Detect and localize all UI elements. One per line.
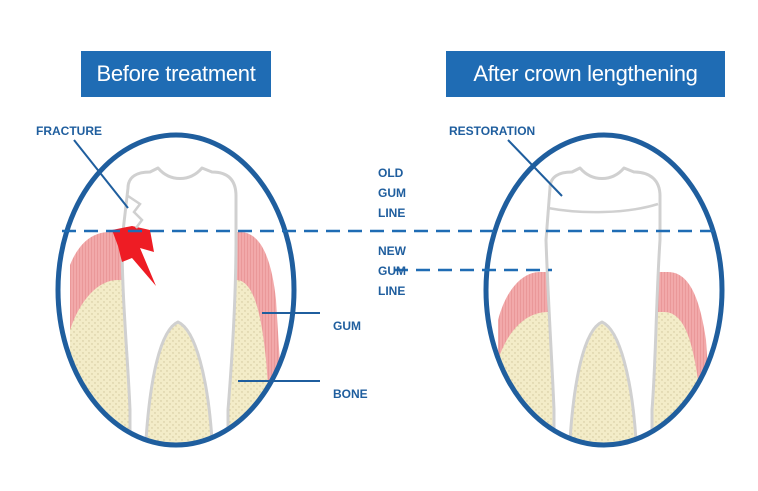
tooth-right — [544, 166, 662, 442]
bone-label: BONE — [333, 387, 368, 401]
new-gum-line-label-1: NEW — [378, 244, 407, 258]
fracture-crack — [127, 194, 144, 229]
after-crown-lengthening-banner: After crown lengthening — [446, 51, 725, 97]
after-crown-lengthening-illustration — [498, 166, 714, 445]
gum-label: GUM — [333, 319, 361, 333]
after-crown-lengthening-title: After crown lengthening — [473, 61, 698, 86]
after-crown-lengthening-frame — [483, 132, 725, 448]
before-treatment-title: Before treatment — [96, 61, 256, 86]
old-gum-line-label-2: GUM — [378, 186, 406, 200]
fracture-mark — [112, 226, 156, 286]
before-treatment-frame — [55, 132, 297, 448]
before-treatment-illustration — [70, 166, 286, 445]
new-gum-line-label-3: LINE — [378, 284, 405, 298]
before-treatment-banner: Before treatment — [81, 51, 271, 97]
restoration-line — [547, 202, 659, 214]
restoration-leader — [507, 139, 563, 197]
fracture-leader — [73, 139, 129, 209]
bone-right — [498, 312, 706, 445]
fracture-label: FRACTURE — [36, 124, 102, 138]
old-gum-line-label-3: LINE — [378, 206, 405, 220]
new-gum-line-label-2: GUM — [378, 264, 406, 278]
restoration-label: RESTORATION — [449, 124, 535, 138]
old-gum-line-label-1: OLD — [378, 166, 404, 180]
